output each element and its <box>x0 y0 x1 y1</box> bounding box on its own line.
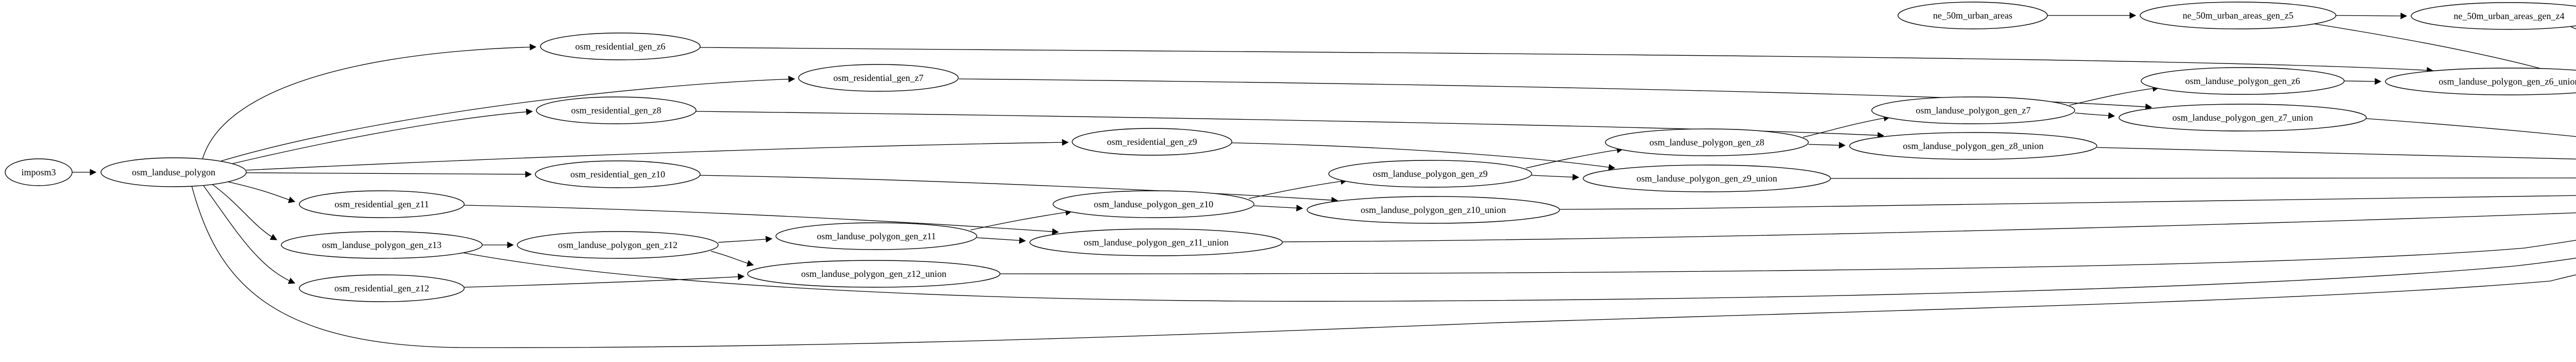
node-osm-landuse-polygon-gen-z12-union: osm_landuse_polygon_gen_z12_union <box>747 260 1001 288</box>
node-osm-residential-gen-z11: osm_residential_gen_z11 <box>299 190 465 218</box>
nodes: imposm3 osm_landuse_polygon osm_resident… <box>5 2 2576 302</box>
edge-gen-z10-to-gen-z9 <box>1248 178 1348 199</box>
edge-gen-z9-to-gen-z8 <box>1526 146 1624 169</box>
node-label-osm-landuse-polygon-gen-z6: osm_landuse_polygon_gen_z6 <box>2185 76 2300 86</box>
node-label-ne-50m-urban-areas-gen-z5: ne_50m_urban_areas_gen_z5 <box>2183 10 2294 21</box>
edge-landuse-to-res-z12 <box>203 185 296 284</box>
node-osm-landuse-polygon-gen-z7: osm_landuse_polygon_gen_z7 <box>1871 96 2075 124</box>
node-label-osm-landuse-polygon-gen-z6-union: osm_landuse_polygon_gen_z6_union <box>2439 76 2576 87</box>
edge-res-z11-to-z11-union <box>464 205 1059 235</box>
edge-z10-union-to-row-z10 <box>1559 195 2576 210</box>
node-label-osm-landuse-polygon-gen-z7-union: osm_landuse_polygon_gen_z7_union <box>2173 112 2313 123</box>
edge-gen-z10-to-z10-union <box>1253 204 1303 211</box>
edge-res-z12-to-z12-union <box>464 273 745 288</box>
node-imposm3: imposm3 <box>5 158 73 186</box>
node-label-osm-landuse-polygon-gen-z11-union: osm_landuse_polygon_gen_z11_union <box>1083 237 1228 248</box>
edge-res-z8-to-z8-union <box>696 111 1885 139</box>
node-label-osm-landuse-polygon-gen-z9-union: osm_landuse_polygon_gen_z9_union <box>1637 173 1777 184</box>
node-osm-landuse-polygon-gen-z9: osm_landuse_polygon_gen_z9 <box>1328 160 1532 188</box>
edge-landuse-to-res-z11 <box>226 181 296 203</box>
edge-landuse-to-res-z8 <box>226 108 533 166</box>
node-osm-residential-gen-z9: osm_residential_gen_z9 <box>1072 128 1232 156</box>
edge-gen-z7-to-z7-union <box>2074 112 2115 119</box>
node-label-osm-residential-gen-z8: osm_residential_gen_z8 <box>571 105 662 116</box>
node-label-osm-residential-gen-z11: osm_residential_gen_z11 <box>334 199 429 209</box>
edge-gen-z11-to-gen-z10 <box>970 209 1073 231</box>
node-osm-landuse-polygon: osm_landuse_polygon <box>100 157 247 187</box>
node-label-osm-landuse-polygon-gen-z8-union: osm_landuse_polygon_gen_z8_union <box>1903 141 2044 151</box>
node-label-imposm3: imposm3 <box>21 167 56 177</box>
node-label-osm-residential-gen-z6: osm_residential_gen_z6 <box>575 41 666 52</box>
node-label-osm-landuse-polygon-gen-z13: osm_landuse_polygon_gen_z13 <box>322 240 442 250</box>
node-label-ne-50m-urban-areas-gen-z4: ne_50m_urban_areas_gen_z4 <box>2454 11 2565 21</box>
edge-landuse-to-res-z9 <box>246 139 1069 171</box>
node-label-osm-residential-gen-z7: osm_residential_gen_z7 <box>834 73 924 83</box>
edge-landuse-to-res-z10 <box>246 171 532 178</box>
node-ne-50m-urban-areas: ne_50m_urban_areas <box>1897 2 2048 29</box>
node-label-osm-landuse-polygon-gen-z9: osm_landuse_polygon_gen_z9 <box>1373 169 1488 179</box>
node-label-osm-landuse-polygon-gen-z11: osm_landuse_polygon_gen_z11 <box>817 231 936 241</box>
node-osm-landuse-polygon-gen-z10-union: osm_landuse_polygon_gen_z10_union <box>1307 196 1560 224</box>
edge-gen-z9-to-z9-union <box>1531 173 1580 180</box>
edge-gen-z8-to-z8-union <box>1808 142 1846 149</box>
node-label-ne-50m-urban-areas: ne_50m_urban_areas <box>1933 10 2012 21</box>
edge-res-z10-to-z10-union <box>700 175 1338 204</box>
node-osm-landuse-polygon-gen-z11-union: osm_landuse_polygon_gen_z11_union <box>1029 228 1283 256</box>
node-ne-50m-urban-areas-gen-z5: ne_50m_urban_areas_gen_z5 <box>2140 2 2336 29</box>
edge-z8-union-to-row-z8 <box>2096 147 2576 160</box>
node-osm-landuse-polygon-gen-z8: osm_landuse_polygon_gen_z8 <box>1605 128 1809 156</box>
edge-gen-z12-to-z12-union <box>710 251 754 267</box>
node-osm-landuse-polygon-gen-z6: osm_landuse_polygon_gen_z6 <box>2141 67 2345 95</box>
node-osm-residential-gen-z8: osm_residential_gen_z8 <box>536 96 697 124</box>
edge-gen-z13-to-row-z13 <box>462 252 2576 302</box>
node-osm-landuse-polygon-gen-z12: osm_landuse_polygon_gen_z12 <box>517 231 719 259</box>
edge-z11-union-to-row-z11 <box>1282 212 2576 242</box>
node-ne-50m-urban-areas-gen-z4: ne_50m_urban_areas_gen_z4 <box>2411 2 2576 30</box>
edge-landuse-to-res-z6 <box>201 43 537 161</box>
edge-gen-z8-to-gen-z7 <box>1803 114 1891 138</box>
edge-landuse-to-gen-z13 <box>211 183 278 240</box>
edge-landuse-to-row-z14 <box>191 185 2576 348</box>
edge-gen-z12-to-gen-z11 <box>718 236 773 243</box>
node-osm-landuse-polygon-gen-z10: osm_landuse_polygon_gen_z10 <box>1053 190 1255 218</box>
edge-z12-union-to-row-z12 <box>999 240 2576 274</box>
edge-res-z9-to-z9-union <box>1231 142 1616 171</box>
node-label-osm-residential-gen-z10: osm_residential_gen_z10 <box>570 169 665 179</box>
edge-gen-z11-to-z11-union <box>976 237 1026 244</box>
node-osm-residential-gen-z7: osm_residential_gen_z7 <box>798 64 959 92</box>
node-osm-landuse-polygon-gen-z8-union: osm_landuse_polygon_gen_z8_union <box>1849 132 2097 160</box>
node-osm-landuse-polygon-gen-z6-union: osm_landuse_polygon_gen_z6_union <box>2385 68 2576 95</box>
node-label-osm-residential-gen-z9: osm_residential_gen_z9 <box>1107 137 1197 147</box>
node-osm-landuse-polygon-gen-z7-union: osm_landuse_polygon_gen_z7_union <box>2119 104 2367 131</box>
edge-ne-gen-z5-to-row-z5 <box>2313 23 2576 79</box>
node-label-osm-landuse-polygon: osm_landuse_polygon <box>132 167 215 177</box>
node-label-osm-landuse-polygon-gen-z12-union: osm_landuse_polygon_gen_z12_union <box>801 269 946 279</box>
edges <box>72 12 2576 348</box>
node-label-osm-landuse-polygon-gen-z7: osm_landuse_polygon_gen_z7 <box>1916 105 2031 116</box>
node-label-osm-landuse-polygon-gen-z8: osm_landuse_polygon_gen_z8 <box>1650 137 1765 147</box>
node-osm-residential-gen-z12: osm_residential_gen_z12 <box>299 274 465 302</box>
edge-z7-union-to-row-z7 <box>2366 118 2576 137</box>
node-label-osm-landuse-polygon-gen-z10: osm_landuse_polygon_gen_z10 <box>1094 199 1213 209</box>
node-osm-landuse-polygon-gen-z11: osm_landuse_polygon_gen_z11 <box>775 222 977 250</box>
edge-landuse-to-res-z7 <box>216 75 795 163</box>
node-osm-residential-gen-z6: osm_residential_gen_z6 <box>540 32 701 60</box>
edge-res-z6-to-z6-union <box>700 47 2434 74</box>
node-osm-landuse-polygon-gen-z13: osm_landuse_polygon_gen_z13 <box>281 231 483 259</box>
node-osm-landuse-polygon-gen-z9-union: osm_landuse_polygon_gen_z9_union <box>1583 164 1831 192</box>
node-label-osm-landuse-polygon-gen-z10-union: osm_landuse_polygon_gen_z10_union <box>1361 205 1506 215</box>
node-osm-residential-gen-z10: osm_residential_gen_z10 <box>535 160 701 188</box>
edge-ne-gen-z5-to-ne-gen-z4 <box>2335 12 2408 20</box>
edge-gen-z7-to-gen-z6 <box>2069 85 2160 106</box>
node-label-osm-residential-gen-z12: osm_residential_gen_z12 <box>334 283 429 293</box>
node-label-osm-landuse-polygon-gen-z12: osm_landuse_polygon_gen_z12 <box>558 240 677 250</box>
